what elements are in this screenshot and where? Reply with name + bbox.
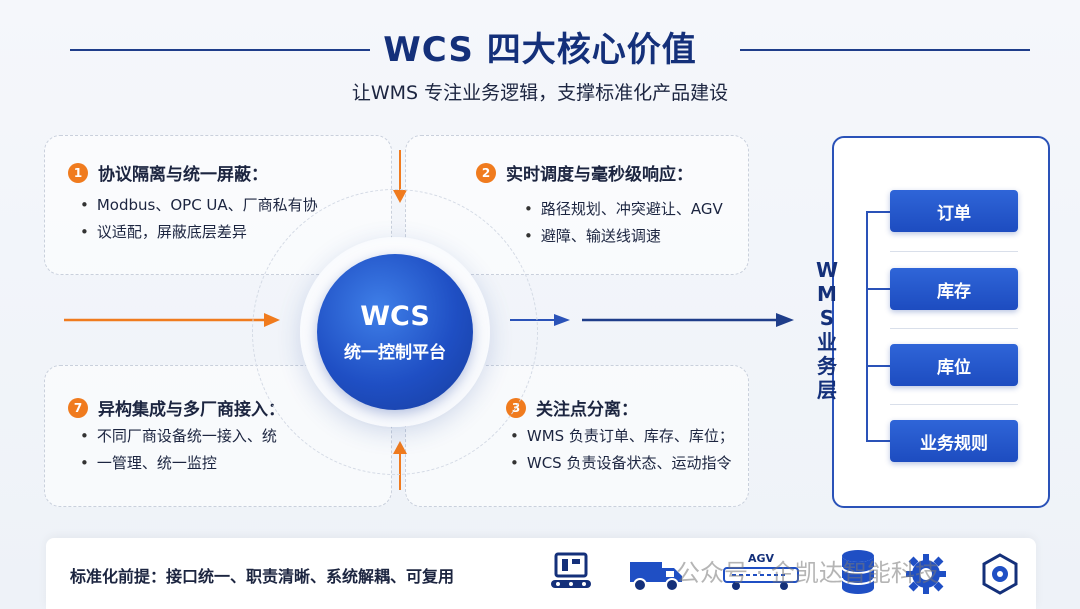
bullet-item: 路径规划、冲突避让、AGV [524, 196, 723, 223]
wms-layer-label: W M S 业 务 层 [812, 258, 842, 402]
bullet-item: WMS 负责订单、库存、库位； [510, 423, 734, 450]
bullet-item: WCS 负责设备状态、运动指令 [510, 450, 734, 477]
title-container: WCS 四大核心价值 [0, 22, 1080, 71]
agv-icon-graphic [723, 567, 799, 590]
watermark: 公众号 · 企凯达智能科技 [676, 559, 939, 587]
card-realtime-scheduling-title: 2 实时调度与毫秒级响应： [476, 160, 693, 185]
card-title-text: 异构集成与多厂商接入： [98, 400, 285, 420]
card-protocol-isolation-title: 1 协议隔离与统一屏蔽： [68, 160, 268, 185]
wms-item-inventory: 库存 [890, 268, 1018, 310]
bullet-item: 议适配，屏蔽底层差异 [80, 219, 318, 246]
arrow-to-wms [582, 313, 794, 327]
wms-divider [890, 404, 1018, 405]
title-rule-right [740, 49, 1030, 51]
gear-icon [906, 554, 946, 594]
wms-label-char: 业 [817, 330, 837, 354]
page-subtitle: 让WMS 专注业务逻辑，支撑标准化产品建设 [351, 82, 729, 104]
bullet-item: 一管理、统一监控 [80, 450, 277, 477]
bullet-item: 避障、输送线调速 [524, 223, 723, 250]
card-title-text: 实时调度与毫秒级响应： [506, 165, 693, 185]
wms-item-business-rules: 业务规则 [890, 420, 1018, 462]
hub-subtitle: 统一控制平台 [344, 343, 446, 363]
wms-bracket-tick [866, 211, 890, 213]
database-icon [841, 550, 875, 594]
card-protocol-isolation-bullets: Modbus、OPC UA、厂商私有协 议适配，屏蔽底层差异 [80, 192, 318, 246]
card-heterogeneous-integration-title: 7 异构集成与多厂商接入： [68, 395, 285, 420]
card-title-text: 关注点分离： [536, 400, 638, 420]
wcs-hub: WCS 统一控制平台 [317, 254, 473, 410]
arrow-left-in [64, 313, 280, 327]
wms-divider [890, 251, 1018, 252]
wms-bracket-line [866, 212, 868, 441]
wms-label-char: M [817, 282, 837, 306]
bullet-item: 不同厂商设备统一接入、统 [80, 423, 277, 450]
hub-title: WCS [360, 301, 430, 332]
hub-outer-ring [252, 189, 538, 475]
wms-label-char: W [815, 258, 839, 282]
wms-item-location: 库位 [890, 344, 1018, 386]
conveyor-icon [551, 552, 591, 588]
wms-bracket-tick [866, 288, 890, 290]
card-number-badge: 2 [476, 162, 496, 183]
truck-icon [630, 562, 682, 592]
card-realtime-scheduling-bullets: 路径规划、冲突避让、AGV 避障、输送线调速 [524, 196, 723, 250]
wms-label-char: S [819, 306, 835, 330]
wms-item-order: 订单 [890, 190, 1018, 232]
page-title: WCS 四大核心价值 [383, 30, 697, 70]
bullet-item: Modbus、OPC UA、厂商私有协 [80, 192, 318, 219]
settings-hex-icon [982, 553, 1018, 595]
wms-label-char: 务 [817, 354, 837, 378]
agv-icon: AGV [718, 552, 802, 594]
agv-label: AGV [748, 552, 775, 565]
wms-label-char: 层 [817, 378, 837, 402]
card-number-badge: 7 [68, 397, 88, 418]
card-separation-of-concerns-bullets: WMS 负责订单、库存、库位； WCS 负责设备状态、运动指令 [510, 423, 734, 477]
card-heterogeneous-integration-bullets: 不同厂商设备统一接入、统 一管理、统一监控 [80, 423, 277, 477]
card-number-badge: 1 [68, 162, 88, 183]
wms-divider [890, 328, 1018, 329]
title-rule-left [70, 49, 370, 51]
card-title-text: 协议隔离与统一屏蔽： [98, 165, 268, 185]
wms-bracket-tick [866, 440, 890, 442]
standardization-premise: 标准化前提：接口统一、职责清晰、系统解耦、可复用 [70, 567, 455, 586]
wms-bracket-tick [866, 365, 890, 367]
